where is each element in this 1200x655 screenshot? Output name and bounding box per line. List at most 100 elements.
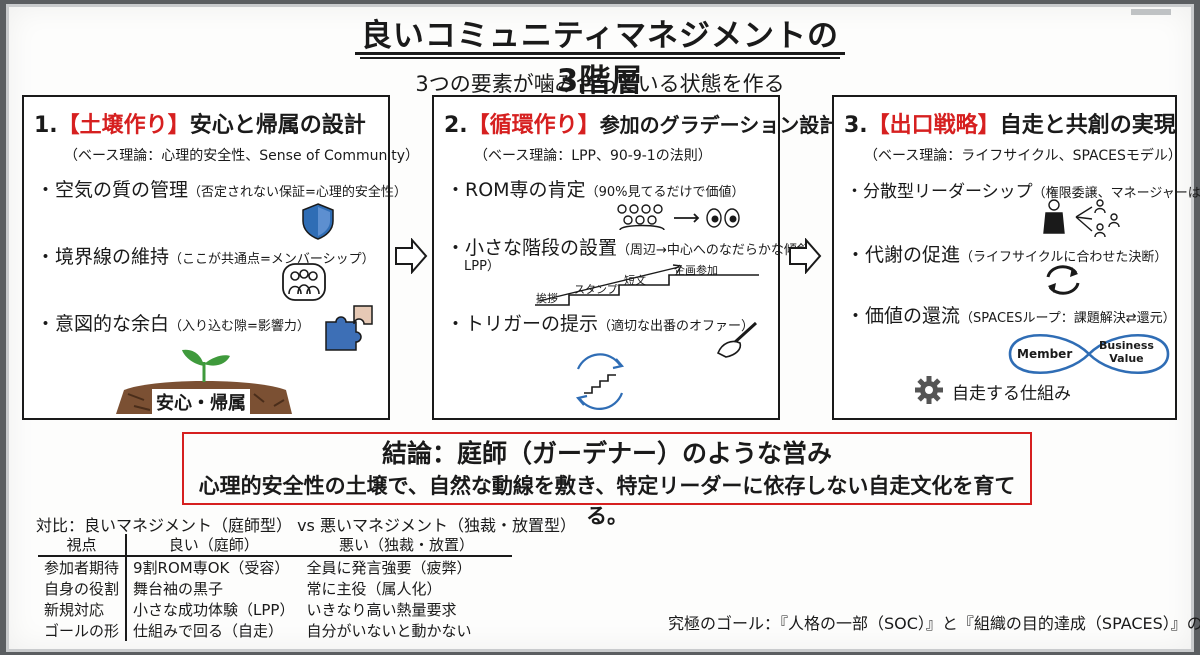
panel-theory: （ベース理論：ライフサイクル、SPACESモデル） [864, 148, 1182, 164]
cycle-arrows-icon [1046, 265, 1080, 295]
table-row: 自身の役割 舞台袖の黒子 常に主役（属人化） [38, 578, 512, 599]
board-tag [1131, 9, 1171, 15]
comparison-table: 視点 良い（庭師） 悪い（独裁・放置） 参加者期待 9割ROM専OK（受容） 全… [38, 534, 513, 641]
item-note: （適切な出番のオファー） [598, 319, 755, 334]
table-cell: 自分がいないと動かない [306, 622, 472, 640]
panel-theory: （ベース理論：心理的安全性、Sense of Community） [64, 148, 420, 164]
page-title: 良いコミュニティマネジメントの3階層 [360, 18, 840, 99]
pointing-hand-icon [716, 321, 758, 358]
item-main: ・トリガーの提示 [446, 313, 599, 335]
arrow-right-icon [395, 238, 428, 274]
item-main: ・ROM専の肯定 [446, 179, 586, 201]
table-header: 悪い（独裁・放置） [300, 534, 513, 557]
item-note: （SPACESループ：課題解決⇄還元） [960, 311, 1176, 326]
ultimate-goal: 究極のゴール：『人格の一部（SOC）』と『組織の目的達成（SPACES）』の両立 [668, 614, 1200, 633]
soil-label: 安心・帰属 [152, 389, 250, 415]
item-note: （否定されない保証=心理的安全性） [188, 185, 407, 200]
table-cell: 常に主役（属人化） [306, 580, 442, 598]
item-main: ・代謝の促進 [846, 244, 961, 266]
panel-theory: （ベース理論：LPP、90-9-1の法則） [474, 148, 712, 164]
table-cell: 新規対応 [38, 599, 128, 620]
stair-steps-diagram [535, 264, 759, 306]
item-main: ・境界線の維持 [36, 246, 170, 268]
panel-circulation: 2.【循環作り】参加のグラデーション設計 （ベース理論：LPP、90-9-1の法… [432, 95, 839, 420]
list-item: ・代謝の促進（ライフサイクルに合わせた決断） [846, 240, 1167, 267]
step-label: 短文 [624, 274, 646, 287]
page-subtitle: 3つの要素が噛み合っている状態を作る [415, 72, 785, 96]
table-header-row: 視点 良い（庭師） 悪い（独裁・放置） [38, 534, 513, 557]
list-item: ・小さな階段の設置（周辺→中心へのなだらかな傾斜、 [446, 233, 823, 260]
panel-soil: 1.【土壌作り】安心と帰属の設計 （ベース理論：心理的安全性、Sense of … [22, 95, 419, 420]
item-note: （入り込む隙=影響力） [169, 319, 310, 334]
table-cell: 自身の役割 [38, 578, 128, 599]
crowd-watching-icon [617, 204, 740, 231]
panel-number: 2. [444, 113, 468, 138]
loop-label-left: Member [1017, 347, 1073, 361]
conclusion-box: 結論：庭師（ガーデナー）のような営み 心理的安全性の土壌で、自然な動線を敷き、特… [182, 432, 1032, 528]
arrow-right-icon [789, 238, 822, 274]
title-underline-2 [360, 57, 840, 59]
panel-label: 【循環作り】 [467, 113, 600, 138]
list-item: ・境界線の維持（ここが共通点=メンバーシップ） [36, 242, 375, 269]
panel-exit-strategy: 3.【出口戦略】自走と共創の実現 （ベース理論：ライフサイクル、SPACESモデ… [832, 95, 1200, 420]
panel-number: 3. [844, 113, 868, 138]
step-label: 挨拶 [536, 292, 558, 305]
loop-label-right-2: Value [1109, 352, 1144, 365]
table-cell: 9割ROM専OK（受容） [133, 559, 290, 577]
list-item: ・トリガーの提示（適切な出番のオファー） [446, 309, 754, 336]
item-main: ・空気の質の管理 [36, 179, 189, 201]
conclusion-body: 心理的安全性の土壌で、自然な動線を敷き、特定リーダーに依存しない自走文化を育てる… [198, 474, 1016, 528]
panel-heading-text: 参加のグラデーション設計 [599, 113, 840, 137]
table-cell: 参加者期待 [38, 556, 128, 578]
group-icon [282, 263, 326, 301]
loop-label-right-1: Business [1099, 339, 1154, 352]
infinity-loop-icon [1008, 334, 1170, 374]
list-item: ・ROM専の肯定（90%見てるだけで価値） [446, 175, 744, 202]
item-note: （権限委譲、マネージャーは黒子） [1032, 186, 1200, 201]
item-note: （周辺→中心へのなだらかな傾斜、 [617, 243, 823, 258]
title-underline [355, 52, 845, 55]
table-cell: 全員に発言強要（疲弊） [306, 559, 472, 577]
puzzle-icon [325, 305, 373, 351]
item-note: （ライフサイクルに合わせた決断） [960, 250, 1168, 265]
list-item: ・空気の質の管理（否定されない保証=心理的安全性） [36, 175, 407, 202]
table-header: 良い（庭師） [126, 534, 301, 557]
delegation-icon [1043, 199, 1120, 237]
gear-label: 自走する仕組み [952, 384, 1071, 404]
panel-heading-text: 安心と帰属の設計 [189, 113, 366, 138]
panel-number: 1. [34, 113, 58, 138]
item-note: （ここが共通点=メンバーシップ） [169, 252, 375, 267]
list-item: ・分散型リーダーシップ（権限委譲、マネージャーは黒子） [846, 177, 1200, 202]
item-main: ・価値の還流 [846, 305, 961, 327]
panel-label: 【出口戦略】 [867, 113, 1000, 138]
item-note: （90%見てるだけで価値） [585, 185, 745, 200]
step-label: スタンプ [574, 283, 618, 296]
table-row: 新規対応 小さな成功体験（LPP） いきなり高い熱量要求 [38, 599, 512, 620]
shield-icon [302, 203, 334, 240]
conclusion-title: 結論：庭師（ガーデナー）のような営み [381, 439, 832, 468]
table-cell: 舞台袖の黒子 [133, 580, 224, 598]
list-item: ・意図的な余白（入り込む隙=影響力） [36, 309, 310, 336]
cycle-stairs-icon [575, 353, 625, 410]
step-label: 企画参加 [674, 264, 718, 277]
list-item: ・価値の還流（SPACESループ：課題解決⇄還元） [846, 301, 1176, 328]
table-cell: 小さな成功体験（LPP） [133, 601, 295, 619]
item-main: ・意図的な余白 [36, 313, 170, 335]
panel-heading: 1.【土壌作り】安心と帰属の設計 [34, 107, 366, 139]
panel-heading: 2.【循環作り】参加のグラデーション設計 [444, 107, 839, 139]
loop-label-right: Business Value [1099, 339, 1154, 365]
table-cell: いきなり高い熱量要求 [306, 601, 457, 619]
item-main: ・小さな階段の設置 [446, 237, 618, 259]
item-main: ・分散型リーダーシップ [846, 182, 1033, 202]
panel-label: 【土壌作り】 [57, 113, 190, 138]
panel-heading: 3.【出口戦略】自走と共創の実現 [844, 107, 1176, 139]
panel-heading-text: 自走と共創の実現 [999, 113, 1176, 138]
comparison-title: 対比：良いマネジメント（庭師型） vs 悪いマネジメント（独裁・放置型） [36, 516, 576, 535]
gear-icon [915, 376, 943, 404]
table-cell: ゴールの形 [38, 620, 128, 641]
table-cell: 仕組みで回る（自走） [133, 622, 284, 640]
table-header: 視点 [38, 534, 128, 557]
table-row: ゴールの形 仕組みで回る（自走） 自分がいないと動かない [38, 620, 512, 641]
table-row: 参加者期待 9割ROM専OK（受容） 全員に発言強要（疲弊） [38, 556, 512, 578]
item-note-cont: LPP） [464, 259, 500, 274]
